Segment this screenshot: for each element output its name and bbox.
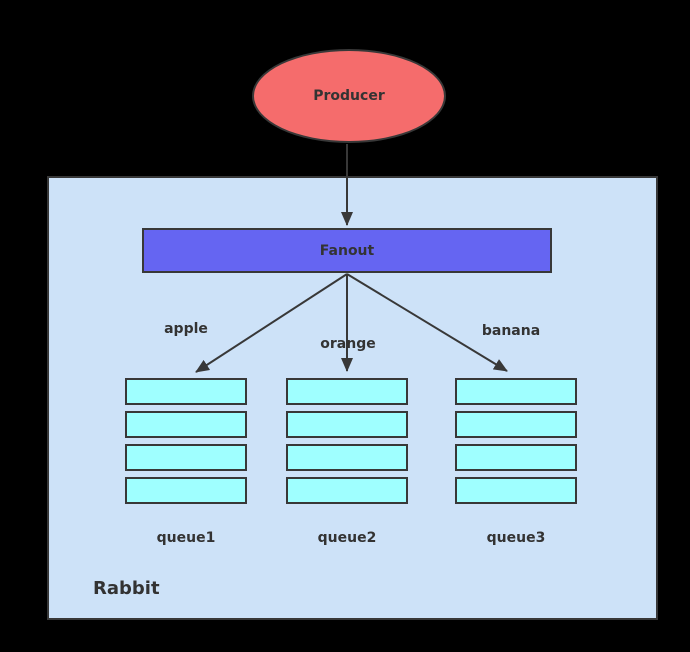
queue2-slots — [286, 378, 408, 504]
queue2-node: queue2 — [286, 378, 408, 546]
queue-message-slot — [286, 477, 408, 504]
fanout-exchange-node: Fanout — [142, 228, 552, 273]
edge-label-orange: orange — [320, 336, 376, 352]
producer-node: Producer — [252, 49, 446, 143]
queue-message-slot — [455, 477, 577, 504]
queue-message-slot — [455, 411, 577, 438]
queue-message-slot — [125, 477, 247, 504]
queue-message-slot — [286, 378, 408, 405]
queue-message-slot — [125, 378, 247, 405]
queue-message-slot — [455, 444, 577, 471]
queue1-slots — [125, 378, 247, 504]
edge-label-banana: banana — [481, 323, 541, 339]
queue2-label: queue2 — [317, 530, 377, 546]
queue1-label: queue1 — [156, 530, 216, 546]
fanout-exchange-label: Fanout — [319, 242, 375, 259]
queue3-label: queue3 — [486, 530, 546, 546]
queue-message-slot — [286, 411, 408, 438]
queue-message-slot — [286, 444, 408, 471]
queue-message-slot — [125, 444, 247, 471]
rabbit-container-label: Rabbit — [93, 578, 160, 599]
queue3-slots — [455, 378, 577, 504]
queue1-node: queue1 — [125, 378, 247, 546]
queue-message-slot — [455, 378, 577, 405]
producer-label: Producer — [313, 88, 385, 104]
queue-message-slot — [125, 411, 247, 438]
queue3-node: queue3 — [455, 378, 577, 546]
edge-label-apple: apple — [164, 321, 208, 337]
